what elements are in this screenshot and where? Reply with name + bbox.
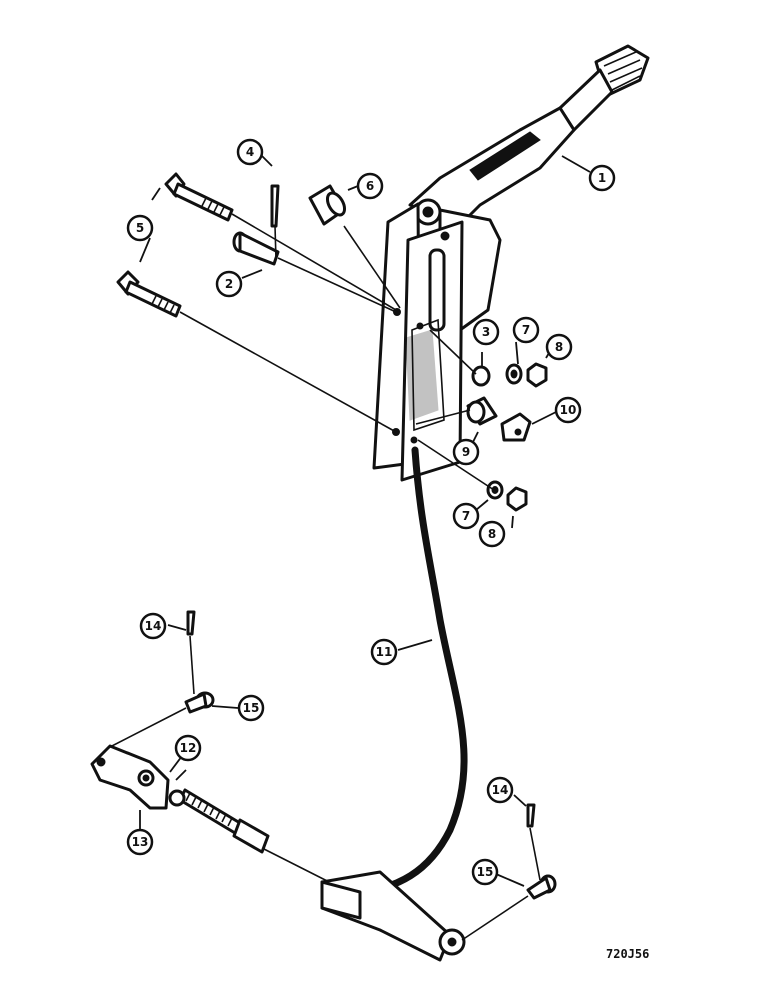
clevis xyxy=(90,744,170,810)
svg-text:15: 15 xyxy=(243,701,260,715)
svg-text:4: 4 xyxy=(246,145,254,159)
svg-text:14: 14 xyxy=(492,783,509,797)
svg-text:5: 5 xyxy=(136,221,144,235)
callout-10: 10 xyxy=(554,396,582,424)
callout-1: 1 xyxy=(588,164,616,192)
callout-6: 6 xyxy=(356,172,384,200)
assembly-lines xyxy=(107,213,541,941)
svg-text:14: 14 xyxy=(145,619,162,633)
callout-15-upper: 15 xyxy=(237,694,265,722)
svg-text:8: 8 xyxy=(555,340,563,354)
cable-clamp-10 xyxy=(500,412,532,442)
cotter-pin-14b xyxy=(526,803,536,828)
callout-15-lower: 15 xyxy=(471,858,499,886)
svg-text:7: 7 xyxy=(522,323,530,337)
callout-12: 12 xyxy=(174,734,202,762)
callout-5: 5 xyxy=(126,214,154,242)
bolt-lower xyxy=(116,270,182,318)
bolt-upper xyxy=(164,172,234,222)
callout-2: 2 xyxy=(215,270,243,298)
svg-text:15: 15 xyxy=(477,865,494,879)
brake-cable xyxy=(341,446,468,899)
svg-text:1: 1 xyxy=(598,171,606,185)
clevis-pin-2 xyxy=(232,231,280,266)
callout-9: 9 xyxy=(452,438,480,466)
callout-14-upper: 14 xyxy=(139,612,167,640)
svg-text:6: 6 xyxy=(366,179,374,193)
washer-3 xyxy=(471,365,491,387)
lower-bracket xyxy=(320,870,466,962)
callout-7-upper: 7 xyxy=(512,316,540,344)
mounting-bracket xyxy=(372,202,464,482)
svg-text:12: 12 xyxy=(180,741,197,755)
jam-nut xyxy=(168,789,186,807)
spacer-6 xyxy=(308,184,347,226)
callout-14-lower: 14 xyxy=(486,776,514,804)
spacer-9 xyxy=(466,396,498,426)
svg-text:3: 3 xyxy=(482,325,490,339)
threaded-rod xyxy=(178,788,270,854)
svg-text:11: 11 xyxy=(376,645,393,659)
clevis-pin-15b xyxy=(526,874,557,900)
callout-8-upper: 8 xyxy=(545,333,573,361)
callout-3: 3 xyxy=(472,318,500,346)
svg-text:8: 8 xyxy=(488,527,496,541)
svg-text:7: 7 xyxy=(462,509,470,523)
cotter-pin-4 xyxy=(270,184,280,228)
callout-4: 4 xyxy=(236,138,264,166)
svg-text:10: 10 xyxy=(560,403,577,417)
hand-lever xyxy=(408,44,650,332)
svg-text:13: 13 xyxy=(132,835,149,849)
callout-8-lower: 8 xyxy=(478,520,506,548)
cotter-pin-14a xyxy=(186,610,196,636)
callout-leaders xyxy=(139,151,591,887)
svg-text:2: 2 xyxy=(225,277,233,291)
nut-8b xyxy=(506,486,528,512)
nut-8a xyxy=(526,362,548,388)
callout-11: 11 xyxy=(370,638,398,666)
clevis-pin-15a xyxy=(184,691,215,714)
callout-13: 13 xyxy=(126,828,154,856)
svg-text:9: 9 xyxy=(462,445,470,459)
callout-7-lower: 7 xyxy=(452,502,480,530)
drawing-reference-code: 720J56 xyxy=(606,947,650,961)
